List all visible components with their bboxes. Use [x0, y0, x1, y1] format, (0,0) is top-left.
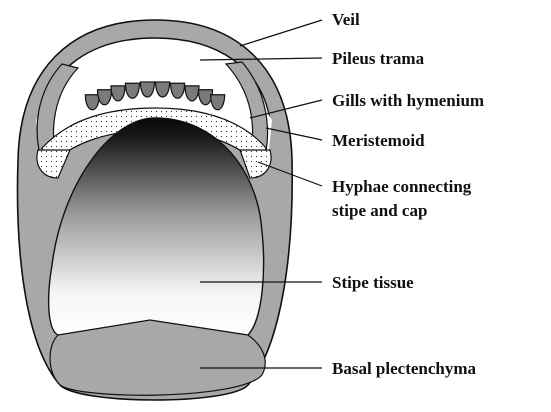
label-pileus-trama: Pileus trama — [332, 49, 425, 68]
label-veil: Veil — [332, 10, 360, 29]
label-basal: Basal plectenchyma — [332, 359, 477, 378]
label-hyphae-line1: Hyphae connecting — [332, 177, 472, 196]
label-stipe-tissue: Stipe tissue — [332, 273, 414, 292]
label-meristemoid: Meristemoid — [332, 131, 425, 150]
label-hyphae-line2: stipe and cap — [332, 201, 427, 220]
label-gills: Gills with hymenium — [332, 91, 484, 110]
leader-veil — [240, 20, 322, 46]
